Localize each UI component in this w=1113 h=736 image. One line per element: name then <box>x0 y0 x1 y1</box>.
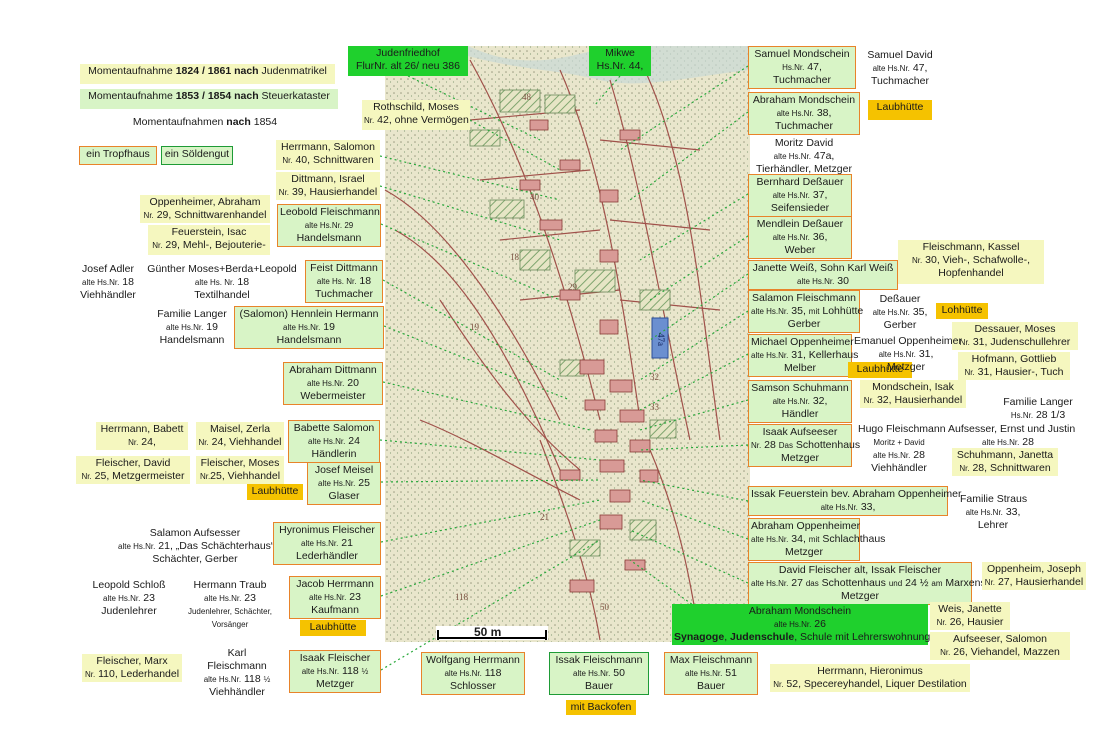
scale-label: 50 m <box>474 625 502 639</box>
label-header-1824: Momentaufnahme 1824 / 1861 nach Judenmat… <box>80 64 335 84</box>
svg-text:19: 19 <box>470 322 480 332</box>
label-laubhuette-jacob-herrmann: Laubhütte <box>300 620 366 636</box>
label-lohhuette: Lohhütte <box>936 303 988 319</box>
connector-lines <box>379 65 749 671</box>
svg-text:47a: 47a <box>656 333 666 346</box>
label-laubhuette-josef-meisel: Laubhütte <box>247 484 303 500</box>
label-header-1853: Momentaufnahme 1853 / 1854 nach Steuerka… <box>80 89 338 109</box>
label-mit-backofen: mit Backofen <box>566 700 636 716</box>
svg-text:18: 18 <box>510 252 520 262</box>
svg-text:48: 48 <box>522 92 532 102</box>
svg-text:40: 40 <box>530 192 540 202</box>
svg-text:29: 29 <box>568 282 578 292</box>
svg-text:33: 33 <box>650 402 660 412</box>
svg-text:21: 21 <box>540 512 549 522</box>
label-legend-soeldengut: ein Söldengut <box>161 146 233 165</box>
label-laubhuette-michael-oppenheimer: Laubhütte <box>848 362 912 378</box>
label-legend-tropfhaus: ein Tropfhaus <box>79 146 157 165</box>
label-laubhuette-abraham-mondschein: Laubhütte <box>868 100 932 120</box>
svg-text:118: 118 <box>455 592 469 602</box>
label-header-1854: Momentaufnahmen nach 1854 <box>132 116 278 128</box>
map-background <box>385 46 750 642</box>
svg-text:50: 50 <box>600 602 610 612</box>
buildings <box>519 119 659 593</box>
scale-bar <box>436 626 548 640</box>
svg-text:32: 32 <box>650 372 659 382</box>
label-issak-feuerstein: Issak Feuerstein bev. Abraham Oppenheime… <box>748 486 962 517</box>
hatched-plots <box>469 89 677 557</box>
